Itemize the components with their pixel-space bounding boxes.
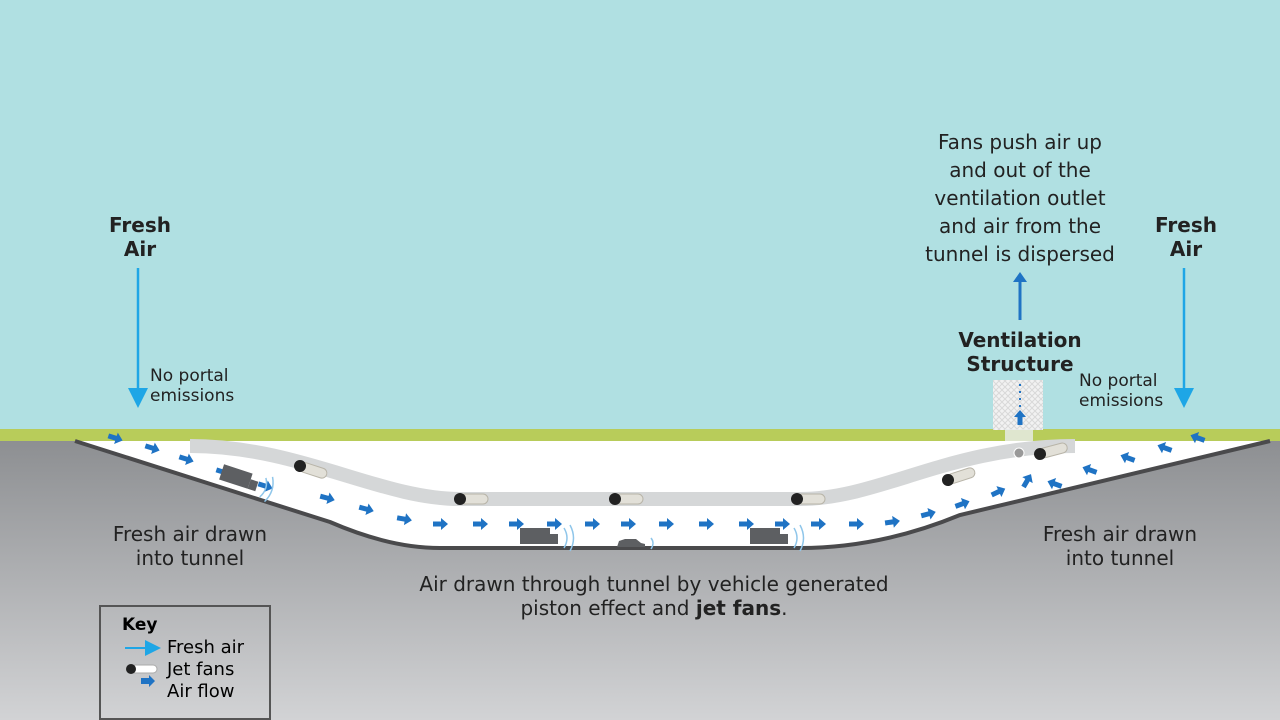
air-flow-arrow (954, 498, 970, 510)
truck-icon (219, 464, 253, 489)
piston-caption-bold: jet fans (695, 596, 782, 620)
no-portal-right-line: emissions (1079, 391, 1164, 412)
no-portal-left-line: emissions (150, 386, 235, 407)
legend-jet-fans: Jet fans (167, 659, 235, 680)
air-flow-arrow (1120, 452, 1136, 464)
sky (0, 0, 1280, 430)
air-flow-arrow (849, 518, 864, 530)
truck-cab-icon (780, 534, 788, 544)
air-flow-arrow (1014, 410, 1026, 425)
fan-icon (454, 493, 466, 505)
fans-push-line: tunnel is dispersed (925, 242, 1115, 266)
fans-push-line: ventilation outlet (934, 186, 1106, 210)
air-flow-arrow (358, 503, 374, 516)
fresh-air-right-line: Fresh (1155, 213, 1217, 237)
fresh-drawn-right-line: Fresh air drawn (1042, 522, 1198, 546)
air-flow-arrow (509, 518, 524, 530)
air-flow-arrow (884, 515, 900, 528)
ventilation-structure-line: Ventilation (958, 328, 1082, 352)
fan-icon (609, 493, 621, 505)
legend-fresh-air: Fresh air (167, 637, 245, 658)
air-flow-arrow (1021, 474, 1033, 489)
air-flow-arrow (178, 453, 194, 466)
legend: Key Fresh air Jet fans Air flow (99, 605, 271, 720)
air-flow-arrow (433, 518, 448, 530)
fan-icon (294, 460, 306, 472)
fresh-drawn-left-line: into tunnel (135, 546, 245, 570)
truck-icon (750, 528, 780, 544)
piston-caption-text: piston effect and (520, 596, 696, 620)
sound-waves-icon (563, 524, 575, 552)
air-flow-arrow (811, 518, 826, 530)
legend-labels: Fresh air Jet fans Air flow (167, 637, 244, 703)
air-flow-arrow (990, 486, 1006, 498)
fans-push-line: and air from the (938, 214, 1102, 238)
air-flow-arrow (920, 507, 936, 520)
car-icon (617, 539, 645, 547)
no-portal-left-line: No portal (150, 366, 229, 386)
legend-icons (125, 640, 161, 687)
sound-waves-icon (259, 476, 274, 503)
air-flow-arrow (473, 518, 488, 530)
air-flow-arrow (144, 442, 160, 455)
outlet-up-arrowhead (1013, 272, 1027, 282)
truck-icon (520, 528, 550, 544)
air-flow-arrow (107, 432, 123, 445)
shaft-fan-icon (1013, 447, 1025, 459)
legend-air-flow: Air flow (167, 681, 235, 702)
air-flow-arrow (775, 518, 790, 530)
air-flow-arrow (547, 518, 562, 530)
sound-waves-icon (650, 537, 654, 550)
sound-waves-icon (793, 524, 805, 552)
fan-icon (942, 474, 954, 486)
piston-caption-period: . (781, 596, 788, 620)
fresh-drawn-left-line: Fresh air drawn (112, 522, 268, 546)
fans-push-line: and out of the (949, 158, 1091, 182)
air-flow-arrow (1157, 442, 1173, 454)
ventilation-structure-line: Structure (966, 352, 1074, 376)
piston-effect-caption: Air drawn through tunnel by vehicle gene… (350, 572, 958, 620)
fresh-air-left-line: Fresh (109, 213, 171, 237)
tunnel-marks (107, 272, 1206, 552)
air-flow-arrow (659, 518, 674, 530)
truck-cab-icon (247, 479, 259, 492)
air-flow-icon (141, 675, 155, 687)
tunnel-floor (74, 439, 1271, 550)
grass-surface (0, 429, 1280, 441)
air-flow-arrow (1082, 464, 1098, 476)
air-flow-arrow (621, 518, 636, 530)
piston-caption-line1: Air drawn through tunnel by vehicle gene… (419, 572, 889, 596)
air-flow-arrow (699, 518, 714, 530)
truck-cab-icon (550, 534, 558, 544)
fans-push-note: Fans push air up and out of the ventilatio… (900, 128, 1140, 268)
air-flow-arrow (739, 518, 754, 530)
no-portal-right-line: No portal (1079, 371, 1158, 391)
piston-caption-line2: piston effect and jet fans. (350, 596, 958, 620)
fresh-drawn-right-line: into tunnel (1065, 546, 1175, 570)
fans-push-line: Fans push air up (938, 130, 1102, 154)
legend-title: Key (122, 615, 158, 635)
air-flow-arrow (396, 513, 412, 526)
fresh-air-left-line: Air (123, 237, 157, 261)
air-flow-arrow (319, 492, 335, 505)
air-flow-arrow (1190, 432, 1206, 444)
air-flow-arrow (1047, 478, 1063, 490)
fresh-air-right-line: Air (1169, 237, 1203, 261)
fan-icon (791, 493, 803, 505)
fan-circle-icon (126, 664, 136, 674)
air-flow-arrow (257, 480, 273, 493)
fan-icon (1034, 448, 1046, 460)
air-flow-arrow (585, 518, 600, 530)
